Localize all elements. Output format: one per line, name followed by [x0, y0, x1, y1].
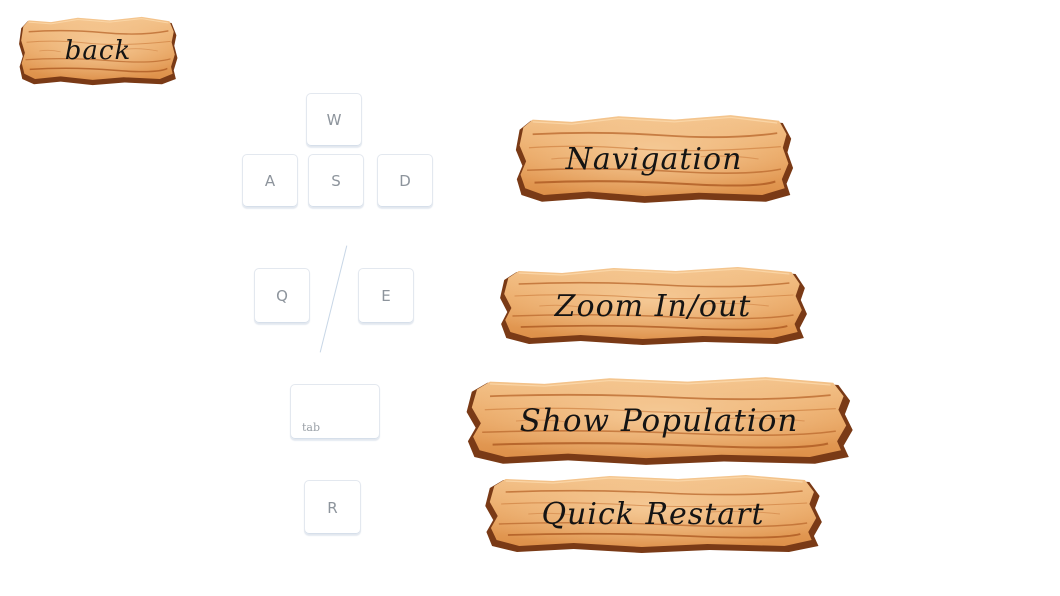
key-s: S	[308, 154, 364, 208]
key-a: A	[242, 154, 298, 208]
population-plank: Show Population	[464, 376, 854, 466]
restart-plank: Quick Restart	[483, 474, 823, 554]
key-d: D	[377, 154, 433, 208]
key-tab: tab	[290, 384, 380, 440]
key-r: R	[304, 480, 361, 535]
zoom-label: Zoom In/out	[554, 288, 752, 324]
key-q: Q	[254, 268, 310, 324]
navigation-plank: Navigation	[514, 114, 794, 204]
navigation-label: Navigation	[565, 141, 743, 177]
back-button[interactable]: back	[18, 16, 178, 86]
key-e: E	[358, 268, 414, 324]
key-w: W	[306, 93, 362, 147]
back-button-label: back	[64, 36, 132, 66]
divider-slash	[319, 245, 348, 353]
restart-label: Quick Restart	[541, 496, 765, 532]
population-label: Show Population	[519, 403, 799, 439]
zoom-plank: Zoom In/out	[498, 266, 808, 346]
